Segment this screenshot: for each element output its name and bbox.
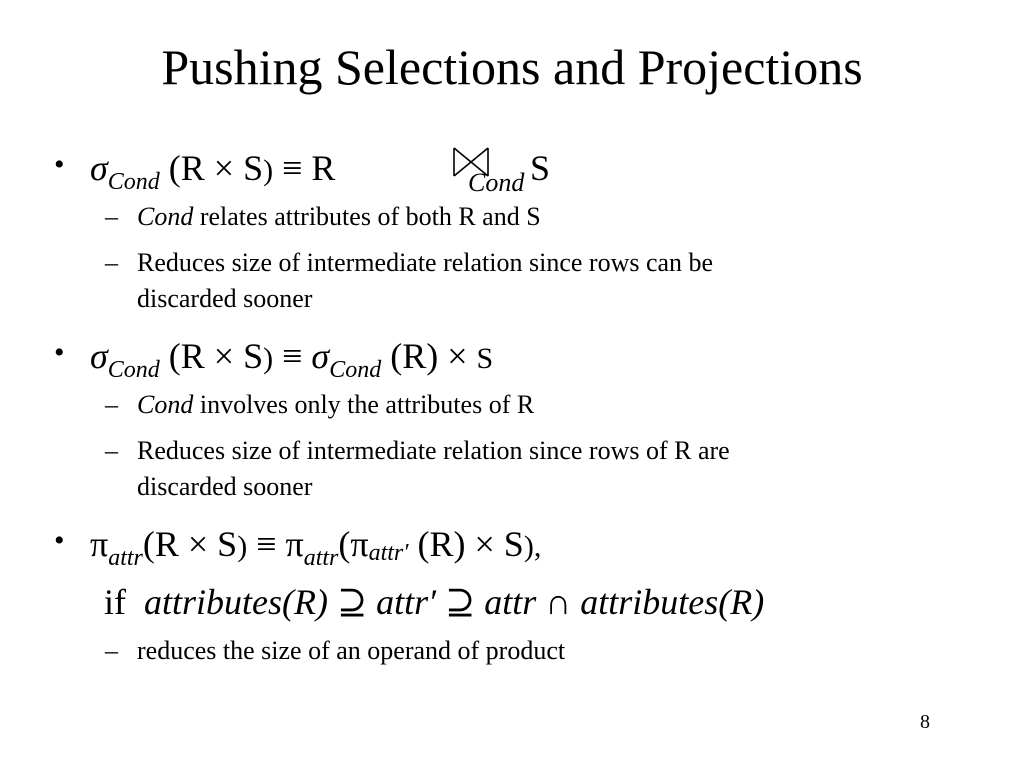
attr-prime-subscript: attr′	[368, 540, 409, 566]
formula-rhs: (R) × S	[408, 524, 524, 564]
cap-symbol: ∩	[536, 582, 581, 622]
dash-marker: –	[105, 636, 118, 665]
sigma-symbol: σ	[90, 336, 108, 376]
bullet-1-formula: σCond (R × S) ≡ R	[90, 146, 336, 195]
condition-expr: attr	[484, 582, 537, 622]
formula-paren: )	[263, 342, 274, 375]
cond-subscript: Cond	[107, 357, 160, 383]
formula-equiv: ≡	[247, 524, 286, 564]
condition-expr: attributes(R)	[580, 582, 765, 622]
dash-marker: –	[105, 390, 118, 419]
attr-subscript: attr	[303, 545, 339, 571]
condition-expr: attr′	[376, 582, 437, 622]
dash-marker: –	[105, 436, 118, 465]
sub-bullet-text: Reduces size of intermediate relation si…	[137, 436, 730, 465]
formula-lhs: (R × S	[142, 524, 238, 564]
condition-expr: attributes(R)	[144, 582, 328, 622]
cond-word: Cond	[137, 390, 194, 419]
if-word: if	[104, 582, 126, 622]
pi-symbol: π	[90, 524, 109, 564]
pi-symbol: π	[285, 524, 304, 564]
sub-bullet-text: discarded sooner	[137, 472, 313, 501]
formula-equiv: ≡ R	[273, 148, 336, 188]
cond-subscript: Cond	[329, 357, 382, 383]
sub-bullet-text: discarded sooner	[137, 284, 313, 313]
bullet-3-formula: πattr(R × S) ≡ πattr(πattr′ (R) × S),	[90, 522, 542, 571]
pi-symbol: π	[350, 524, 369, 564]
bullet-marker: •	[54, 336, 65, 369]
bullet-marker: •	[54, 524, 65, 557]
formula-paren: )	[237, 530, 248, 563]
sigma-symbol: σ	[90, 148, 108, 188]
formula-close: ),	[523, 530, 542, 563]
formula-rhs-s: S	[476, 342, 494, 375]
bullet-3-condition: if attributes(R) ⊇ attr′ ⊇ attr ∩ attrib…	[104, 580, 764, 624]
sub-bullet-text: reduces the size of an operand of produc…	[137, 636, 566, 665]
sub-bullet-text: Reduces size of intermediate relation si…	[137, 248, 714, 277]
supset-symbol: ⊇	[327, 582, 377, 622]
formula-lhs: (R × S	[159, 148, 264, 188]
formula-paren: )	[263, 154, 274, 187]
cond-subscript: Cond	[107, 169, 160, 195]
sigma-symbol: σ	[311, 336, 330, 376]
page-number: 8	[920, 711, 930, 733]
sub-bullet-text: involves only the attributes of R	[193, 390, 535, 419]
formula-open: (	[338, 524, 351, 564]
formula-lhs: (R × S	[159, 336, 264, 376]
formula-rhs: S	[530, 148, 551, 188]
bullet-marker: •	[54, 148, 65, 181]
join-cond-subscript: Cond	[468, 168, 525, 197]
sub-bullet-text: relates attributes of both R and S	[193, 202, 541, 231]
cond-word: Cond	[137, 202, 194, 231]
dash-marker: –	[105, 248, 118, 277]
supset-symbol: ⊇	[436, 582, 485, 622]
attr-subscript: attr	[108, 545, 143, 571]
slide-title: Pushing Selections and Projections	[161, 39, 863, 95]
bowtie-join-icon	[453, 147, 489, 177]
formula-equiv: ≡	[273, 336, 312, 376]
dash-marker: –	[105, 202, 118, 231]
bullet-2-formula: σCond (R × S) ≡ σCond (R) × S	[90, 334, 494, 383]
formula-rhs: (R) ×	[381, 336, 477, 376]
